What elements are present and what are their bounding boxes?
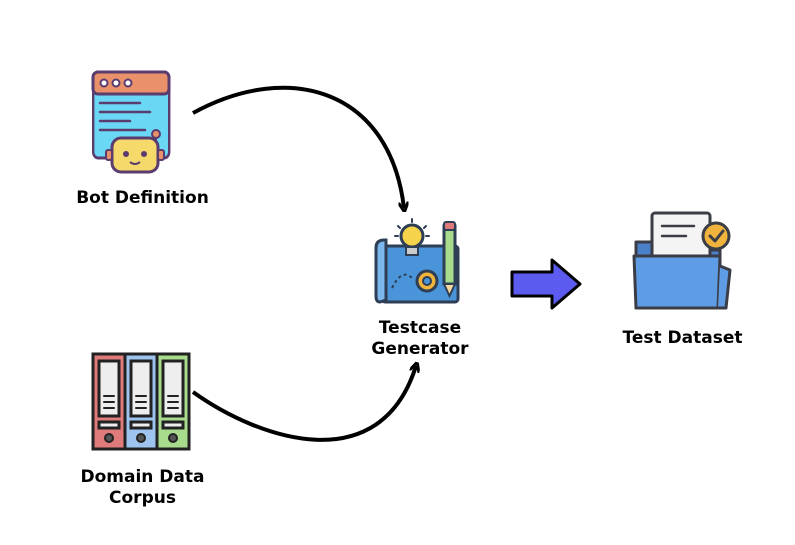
bot-window-icon xyxy=(91,70,171,174)
binders-icon xyxy=(91,352,191,451)
blueprint-lightbulb-icon xyxy=(374,218,460,304)
edge-bot-to-generator xyxy=(192,85,404,208)
domain-data-corpus-label-line1: Domain Data xyxy=(80,467,205,487)
bot-definition-label: Bot Definition xyxy=(76,188,209,208)
test-dataset-label: Test Dataset xyxy=(622,328,743,348)
block-arrow-generator-to-dataset xyxy=(510,258,582,310)
domain-data-corpus-label-line2: Corpus xyxy=(109,488,176,508)
testcase-generator-label: Testcase Generator xyxy=(340,318,500,360)
testcase-generator-label-line2: Generator xyxy=(371,339,469,359)
folder-check-icon xyxy=(632,211,732,310)
testcase-generator-label-line1: Testcase xyxy=(378,318,462,338)
edge-corpus-to-generator xyxy=(191,366,416,442)
domain-data-corpus-label: Domain Data Corpus xyxy=(60,467,225,509)
